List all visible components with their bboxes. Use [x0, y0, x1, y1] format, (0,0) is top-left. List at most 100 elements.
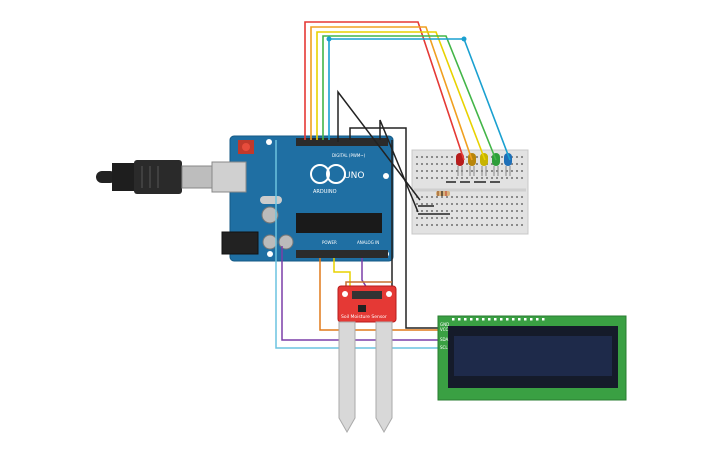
- breadboard-hole: [431, 163, 433, 165]
- lcd-header-pin: [458, 318, 461, 321]
- lcd-header-pin: [500, 318, 503, 321]
- breadboard-hole: [506, 177, 508, 179]
- lcd-header-pin: [512, 318, 515, 321]
- breadboard-hole: [496, 170, 498, 172]
- breadboard-hole: [516, 170, 518, 172]
- led-signal-wires: [304, 21, 511, 161]
- breadboard-hole: [521, 217, 523, 219]
- breadboard-hole: [511, 177, 513, 179]
- lcd-pin-sda: SDA: [440, 337, 449, 342]
- breadboard-hole: [476, 217, 478, 219]
- breadboard-hole: [466, 224, 468, 226]
- breadboard-hole: [456, 203, 458, 205]
- lcd-header-pin: [464, 318, 467, 321]
- breadboard-hole: [511, 203, 513, 205]
- digital-pins-label: DIGITAL (PWM~): [332, 153, 366, 158]
- breadboard-hole: [441, 177, 443, 179]
- breadboard-hole: [421, 196, 423, 198]
- breadboard-hole: [481, 196, 483, 198]
- breadboard-hole: [436, 177, 438, 179]
- breadboard-hole: [511, 163, 513, 165]
- breadboard-hole: [461, 217, 463, 219]
- breadboard-hole: [436, 170, 438, 172]
- lcd-header-pin: [488, 318, 491, 321]
- breadboard-hole: [431, 170, 433, 172]
- breadboard-hole: [446, 196, 448, 198]
- breadboard-hole: [521, 224, 523, 226]
- breadboard-hole: [426, 203, 428, 205]
- breadboard-hole: [446, 210, 448, 212]
- breadboard-hole: [446, 177, 448, 179]
- breadboard-hole: [506, 170, 508, 172]
- breadboard-hole: [461, 177, 463, 179]
- breadboard-hole: [461, 224, 463, 226]
- breadboard-hole: [436, 210, 438, 212]
- breadboard-hole: [516, 203, 518, 205]
- analog-pins-label: ANALOG IN: [357, 240, 379, 245]
- breadboard-hole: [491, 163, 493, 165]
- breadboard-hole: [466, 210, 468, 212]
- breadboard-hole: [466, 156, 468, 158]
- lcd-header-pin: [518, 318, 521, 321]
- breadboard-hole: [436, 156, 438, 158]
- breadboard-hole: [521, 170, 523, 172]
- breadboard-hole: [441, 156, 443, 158]
- breadboard-hole: [471, 217, 473, 219]
- breadboard-hole: [496, 203, 498, 205]
- breadboard-hole: [421, 156, 423, 158]
- breadboard-hole: [441, 163, 443, 165]
- breadboard-hole: [501, 196, 503, 198]
- breadboard-hole: [451, 156, 453, 158]
- breadboard-hole: [506, 210, 508, 212]
- breadboard-hole: [481, 203, 483, 205]
- breadboard-hole: [476, 210, 478, 212]
- breadboard-hole: [416, 163, 418, 165]
- breadboard-hole: [451, 217, 453, 219]
- breadboard-hole: [501, 163, 503, 165]
- breadboard-hole: [476, 177, 478, 179]
- breadboard-hole: [476, 224, 478, 226]
- breadboard-hole: [461, 196, 463, 198]
- breadboard-hole: [416, 177, 418, 179]
- breadboard-hole: [426, 217, 428, 219]
- breadboard-hole: [426, 177, 428, 179]
- breadboard-hole: [506, 217, 508, 219]
- breadboard-hole: [416, 203, 418, 205]
- breadboard-hole: [451, 163, 453, 165]
- breadboard-hole: [501, 217, 503, 219]
- breadboard-hole: [456, 196, 458, 198]
- lcd-header-pin: [482, 318, 485, 321]
- breadboard-hole: [496, 217, 498, 219]
- breadboard-hole: [431, 156, 433, 158]
- breadboard-hole: [516, 224, 518, 226]
- lcd-header-pin: [452, 318, 455, 321]
- lcd-header-pin: [536, 318, 539, 321]
- breadboard-hole: [436, 217, 438, 219]
- breadboard-hole: [491, 170, 493, 172]
- lcd-header-pin: [470, 318, 473, 321]
- breadboard-hole: [421, 170, 423, 172]
- breadboard-hole: [521, 163, 523, 165]
- lcd-header-pin: [530, 318, 533, 321]
- breadboard-hole: [516, 156, 518, 158]
- breadboard-hole: [491, 203, 493, 205]
- breadboard-hole: [421, 217, 423, 219]
- breadboard-hole: [496, 196, 498, 198]
- breadboard-hole: [451, 196, 453, 198]
- breadboard-hole: [491, 210, 493, 212]
- breadboard-hole: [446, 163, 448, 165]
- breadboard-hole: [501, 177, 503, 179]
- breadboard-hole: [511, 217, 513, 219]
- breadboard-hole: [426, 210, 428, 212]
- breadboard-hole: [471, 170, 473, 172]
- breadboard-hole: [506, 224, 508, 226]
- breadboard-hole: [416, 224, 418, 226]
- breadboard-hole: [476, 170, 478, 172]
- lcd-header-pin: [524, 318, 527, 321]
- breadboard-hole: [431, 196, 433, 198]
- breadboard-hole: [486, 224, 488, 226]
- breadboard-hole: [436, 196, 438, 198]
- breadboard-hole: [491, 217, 493, 219]
- breadboard-hole: [471, 203, 473, 205]
